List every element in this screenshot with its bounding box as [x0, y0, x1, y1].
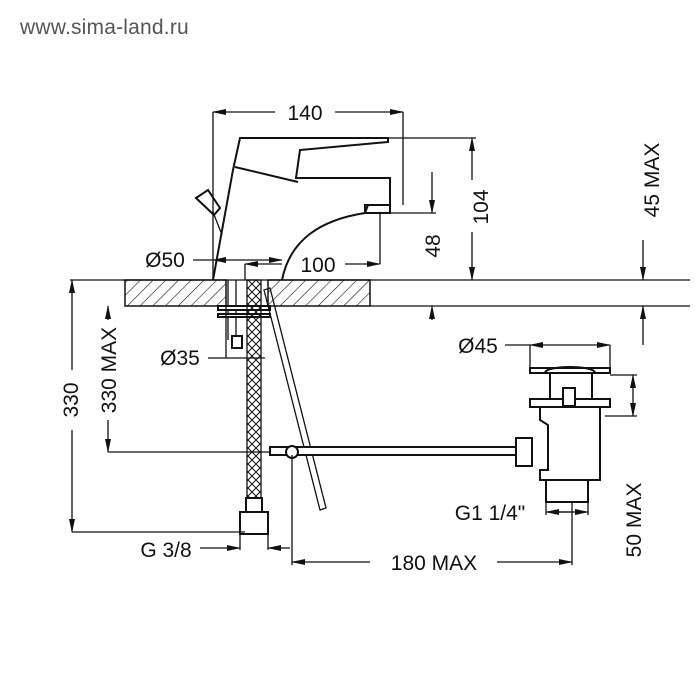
faucet-body: [194, 137, 391, 281]
dim-depth-330: 330: [60, 382, 83, 417]
dim-depth-330max: 330 MAX: [98, 327, 121, 413]
dim-rod-180max: 180 MAX: [391, 552, 477, 575]
dim-height-48: 48: [422, 234, 445, 257]
dim-dia-50: Ø50: [145, 249, 185, 272]
watermark-url: www.sima-land.ru: [20, 16, 189, 39]
dim-reach-100: 100: [300, 254, 335, 277]
dim-slab-45max: 45 MAX: [641, 143, 664, 218]
dim-thread-g1-1-4: G1 1/4": [455, 502, 526, 525]
pop-up-drain: [515, 366, 611, 503]
countertop: [70, 279, 690, 307]
dim-thread-g3-8: G 3/8: [140, 539, 191, 562]
lift-rod: [263, 287, 521, 511]
dim-dia-35: Ø35: [160, 347, 200, 370]
dim-width-140: 140: [287, 102, 322, 125]
dim-height-104: 104: [470, 189, 493, 224]
dim-drain-50max: 50 MAX: [623, 483, 646, 558]
dim-dia-45: Ø45: [458, 335, 498, 358]
dimension-lines: [69, 109, 646, 565]
